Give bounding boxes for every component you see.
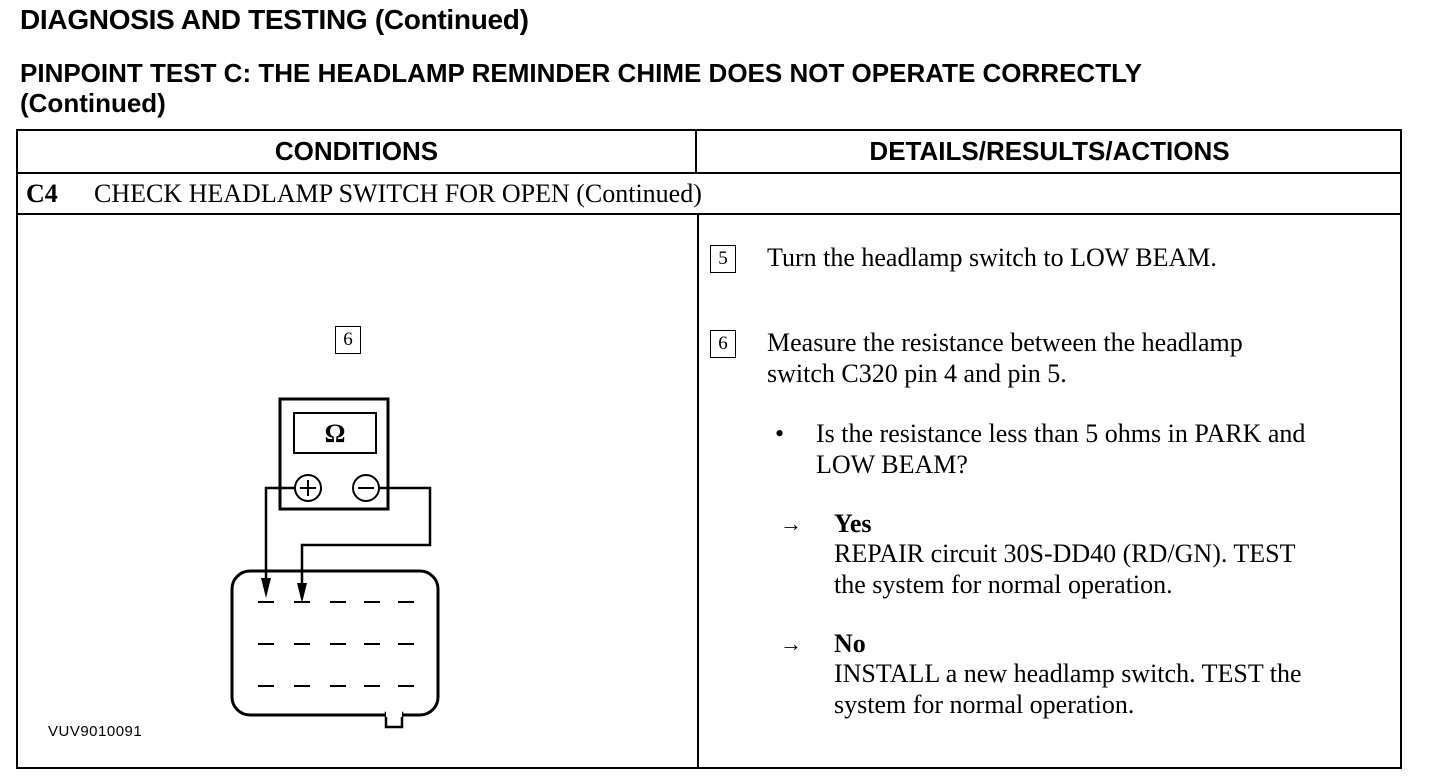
- step-6-text-line1: Measure the resistance between the headl…: [767, 328, 1243, 357]
- meter-display: [293, 412, 377, 454]
- pinpoint-test-title-line2: (Continued): [20, 88, 166, 118]
- step-5-marker: 5: [710, 245, 736, 273]
- no-action-line2: system for normal operation.: [834, 690, 1135, 719]
- step-6-text-line2: switch C320 pin 4 and pin 5.: [767, 359, 1067, 388]
- negative-lead: [300, 486, 432, 583]
- no-label: No: [834, 629, 866, 658]
- figure-step-marker: 6: [335, 326, 361, 354]
- yes-label: Yes: [834, 509, 872, 538]
- connector-body: [230, 569, 440, 717]
- details-column-header: DETAILS/RESULTS/ACTIONS: [697, 131, 1402, 174]
- bullet-icon: •: [775, 419, 785, 448]
- yes-arrow-icon: →: [780, 511, 802, 536]
- negative-probe-icon: [297, 583, 307, 603]
- question-line2: LOW BEAM?: [816, 450, 968, 479]
- pinpoint-test-title-line1: PINPOINT TEST C: THE HEADLAMP REMINDER C…: [20, 58, 1142, 88]
- positive-probe-icon: [261, 578, 271, 598]
- step-row: C4 CHECK HEADLAMP SWITCH FOR OPEN (Conti…: [18, 174, 1402, 215]
- ohmmeter-diagram: Ω: [230, 397, 440, 729]
- ohm-symbol: Ω: [325, 419, 346, 448]
- diagnosis-table: CONDITIONS DETAILS/RESULTS/ACTIONS C4 CH…: [16, 129, 1402, 769]
- no-arrow-icon: →: [780, 631, 802, 656]
- figure-code: VUV9010091: [48, 723, 143, 740]
- step-title: CHECK HEADLAMP SWITCH FOR OPEN (Continue…: [94, 178, 702, 208]
- step-id: C4: [26, 178, 58, 208]
- yes-action-line2: the system for normal operation.: [834, 570, 1173, 599]
- connector-pins: [258, 601, 414, 687]
- no-action-line1: INSTALL a new headlamp switch. TEST the: [834, 659, 1302, 688]
- step-6-marker: 6: [710, 330, 736, 358]
- pinpoint-test-title: PINPOINT TEST C: THE HEADLAMP REMINDER C…: [20, 58, 1142, 118]
- page-title: DIAGNOSIS AND TESTING (Continued): [20, 4, 529, 35]
- step-5-text: Turn the headlamp switch to LOW BEAM.: [767, 243, 1217, 272]
- question-line1: Is the resistance less than 5 ohms in PA…: [816, 419, 1306, 448]
- column-divider: [697, 215, 699, 769]
- yes-action-line1: REPAIR circuit 30S-DD40 (RD/GN). TEST: [834, 539, 1296, 568]
- positive-lead: [264, 486, 295, 578]
- meter-body: [278, 397, 390, 511]
- conditions-column-header: CONDITIONS: [18, 131, 697, 174]
